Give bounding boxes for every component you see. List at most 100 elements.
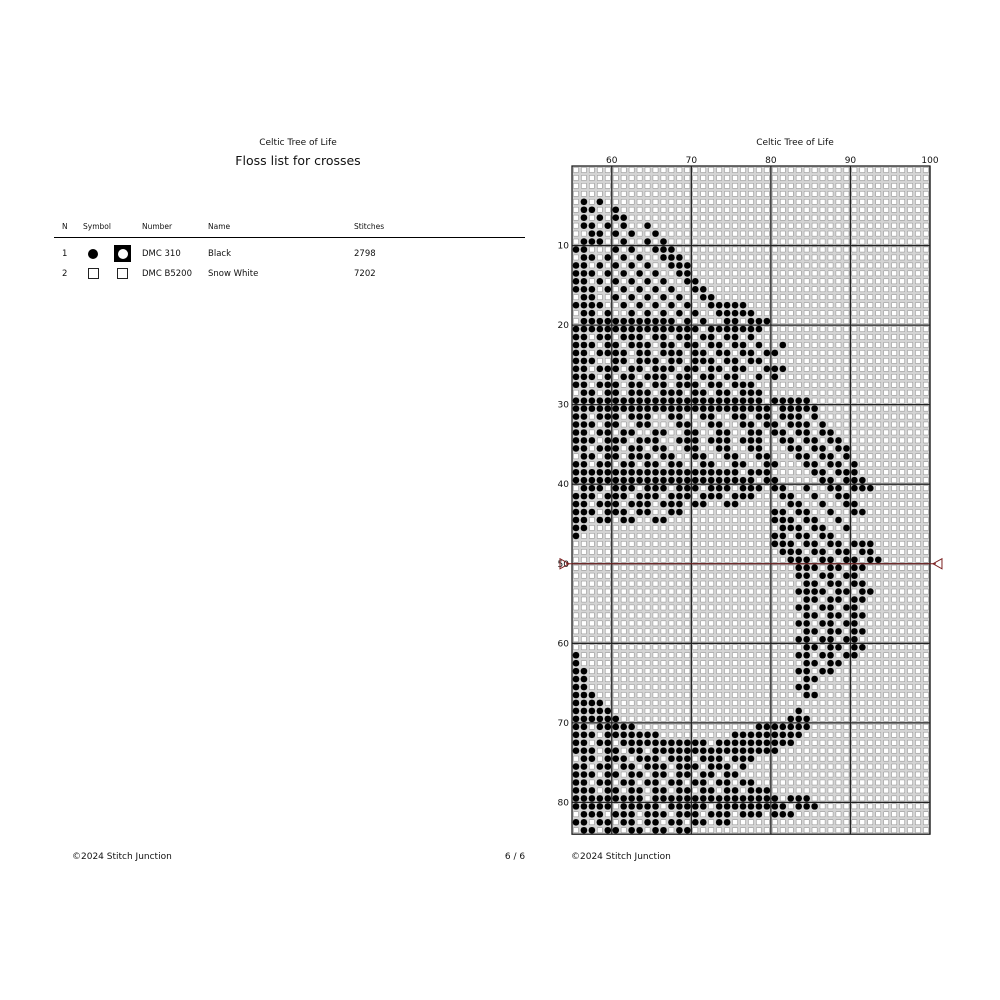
- black-stitch: [676, 771, 683, 778]
- black-stitch: [636, 270, 643, 277]
- black-stitch: [771, 540, 779, 548]
- black-stitch: [803, 588, 810, 595]
- black-stitch: [827, 461, 834, 468]
- black-stitch: [572, 763, 580, 770]
- black-stitch: [747, 803, 755, 810]
- black-stitch: [747, 492, 755, 500]
- black-stitch: [620, 429, 628, 436]
- black-stitch: [620, 461, 628, 468]
- black-stitch: [684, 484, 691, 492]
- black-stitch: [660, 365, 667, 373]
- black-stitch: [811, 540, 818, 548]
- black-stitch: [755, 453, 763, 460]
- black-stitch: [755, 357, 763, 365]
- black-stitch: [604, 317, 612, 325]
- black-stitch: [819, 445, 826, 452]
- black-stitch: [747, 445, 755, 452]
- black-stitch: [835, 580, 842, 587]
- black-stitch: [636, 317, 643, 325]
- black-stitch: [819, 421, 826, 428]
- black-stitch: [723, 389, 731, 397]
- black-stitch: [827, 580, 834, 587]
- black-stitch: [739, 461, 747, 468]
- black-stitch: [795, 524, 803, 532]
- black-stitch: [660, 445, 667, 452]
- black-stitch: [763, 413, 771, 420]
- black-stitch: [644, 437, 651, 444]
- black-stitch: [699, 317, 707, 325]
- black-stitch: [692, 739, 699, 747]
- black-stitch: [827, 604, 834, 611]
- black-stitch: [660, 293, 667, 301]
- black-stitch: [787, 731, 795, 739]
- black-stitch: [636, 254, 643, 261]
- black-stitch: [747, 405, 755, 412]
- black-stitch: [620, 214, 628, 222]
- black-stitch: [692, 405, 699, 412]
- black-stitch: [604, 309, 612, 317]
- black-stitch: [715, 309, 723, 317]
- black-stitch: [851, 564, 858, 572]
- center-marker-left-icon: [559, 557, 571, 570]
- black-stitch: [652, 286, 659, 293]
- black-stitch: [803, 453, 810, 460]
- black-stitch: [612, 397, 620, 404]
- black-stitch: [771, 508, 779, 516]
- black-stitch: [596, 795, 604, 802]
- black-stitch: [652, 826, 659, 834]
- black-stitch: [692, 500, 699, 508]
- black-stitch: [684, 270, 691, 277]
- black-stitch: [859, 508, 866, 516]
- black-stitch: [715, 755, 723, 762]
- black-stitch: [723, 349, 731, 357]
- black-stitch: [652, 333, 659, 341]
- black-stitch: [628, 500, 635, 508]
- row-tick-label: 80: [558, 798, 570, 808]
- black-stitch: [668, 301, 675, 309]
- black-stitch: [580, 484, 588, 492]
- black-stitch: [660, 341, 667, 349]
- black-stitch: [787, 437, 795, 444]
- black-stitch: [668, 349, 675, 357]
- black-stitch: [580, 739, 588, 747]
- black-stitch: [843, 476, 850, 484]
- black-stitch: [588, 453, 596, 460]
- black-stitch: [755, 397, 763, 404]
- black-stitch: [731, 357, 739, 365]
- black-stitch: [636, 421, 643, 428]
- black-stitch: [684, 771, 691, 778]
- black-stitch: [739, 349, 747, 357]
- black-stitch: [572, 779, 580, 786]
- black-stitch: [835, 540, 842, 548]
- black-stitch: [596, 230, 604, 237]
- black-stitch: [644, 492, 651, 500]
- floss-stitches: 2798: [354, 249, 376, 259]
- black-stitch: [660, 500, 667, 508]
- black-stitch: [636, 413, 643, 420]
- black-stitch: [723, 333, 731, 341]
- black-stitch: [787, 795, 795, 802]
- black-stitch: [747, 484, 755, 492]
- black-stitch: [620, 238, 628, 245]
- black-stitch: [668, 357, 675, 365]
- black-stitch: [699, 349, 707, 357]
- black-stitch: [580, 214, 588, 222]
- black-stitch: [731, 325, 739, 333]
- floss-stitches: 7202: [354, 269, 376, 279]
- black-stitch: [644, 731, 651, 739]
- black-stitch: [620, 476, 628, 484]
- black-stitch: [859, 643, 866, 651]
- black-stitch: [851, 540, 858, 548]
- black-stitch: [835, 461, 842, 468]
- black-stitch: [612, 445, 620, 452]
- black-stitch: [763, 421, 771, 428]
- black-stitch: [795, 556, 803, 564]
- black-stitch: [787, 421, 795, 428]
- black-stitch: [628, 476, 635, 484]
- black-stitch: [835, 596, 842, 603]
- black-stitch: [787, 516, 795, 524]
- black-stitch: [588, 325, 596, 333]
- black-stitch: [835, 468, 842, 476]
- black-stitch: [644, 421, 651, 428]
- black-stitch: [779, 811, 787, 818]
